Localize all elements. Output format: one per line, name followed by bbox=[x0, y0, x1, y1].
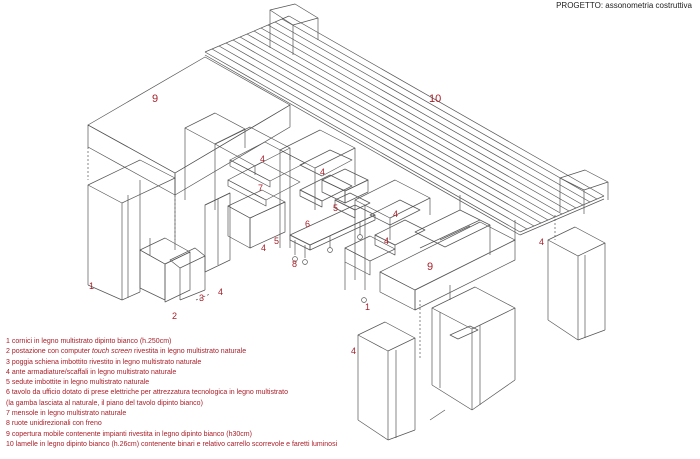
callout-1-right: 1 bbox=[365, 302, 371, 312]
callout-4e: 4 bbox=[384, 236, 390, 246]
legend-item-6: 6 tavolo da ufficio dotato di prese elet… bbox=[6, 389, 288, 397]
central-cabinets bbox=[184, 112, 376, 273]
legend-item-6-note: (la gamba lasciata al naturale, il piano… bbox=[6, 399, 203, 407]
legend-item-5: 5 sedute imbottite in legno multistrato … bbox=[6, 379, 150, 387]
callout-4g: 4 bbox=[351, 346, 357, 356]
callout-10: 10 bbox=[429, 93, 442, 105]
callout-5b: 5 bbox=[274, 236, 280, 246]
legend-item-4: 4 ante armadiature/scaffali in legno mul… bbox=[6, 368, 177, 376]
legend-item-8: 8 ruote unidirezionali con freno bbox=[6, 420, 102, 428]
legend: 1 cornici in legno multistrato dipinto b… bbox=[6, 337, 337, 450]
cover-9-left bbox=[87, 56, 291, 240]
callout-7: 7 bbox=[258, 183, 264, 193]
project-title: PROGETTO: assonometria costruttiva bbox=[556, 1, 692, 10]
frame-1-left bbox=[87, 159, 211, 303]
callout-4d: 4 bbox=[393, 209, 399, 219]
legend-item-9: 9 copertura mobile contenente impianti r… bbox=[6, 430, 252, 438]
callout-3: 3 bbox=[199, 293, 205, 303]
callout-5a: 5 bbox=[333, 203, 339, 213]
legend-item-7: 7 mensole in legno multistrato naturale bbox=[6, 410, 127, 418]
legend-item-10: 10 lamelle in legno dipinto bianco (h.26… bbox=[6, 440, 338, 448]
callout-2: 2 bbox=[172, 311, 178, 321]
bottom-cabinets bbox=[357, 285, 516, 441]
callout-4b: 4 bbox=[320, 167, 326, 177]
callout-9-right: 9 bbox=[427, 261, 434, 273]
callout-4h: 4 bbox=[539, 237, 545, 247]
right-cabinets bbox=[344, 179, 516, 311]
legend-item-3: 3 poggia schiena imbottito rivestito in … bbox=[6, 358, 202, 366]
callout-1-left: 1 bbox=[89, 281, 95, 291]
legend-item-2: 2 postazione con computer touch screen r… bbox=[6, 348, 247, 356]
callout-4f: 4 bbox=[218, 287, 224, 297]
callout-9-left: 9 bbox=[152, 93, 159, 105]
callout-4a: 4 bbox=[260, 154, 266, 164]
callout-4c: 4 bbox=[261, 243, 267, 253]
ceiling-slats bbox=[204, 3, 609, 236]
legend-item-1: 1 cornici in legno multistrato dipinto b… bbox=[6, 338, 172, 345]
callout-6: 6 bbox=[305, 219, 311, 229]
frame-right bbox=[547, 215, 606, 341]
callout-8: 8 bbox=[292, 259, 298, 269]
